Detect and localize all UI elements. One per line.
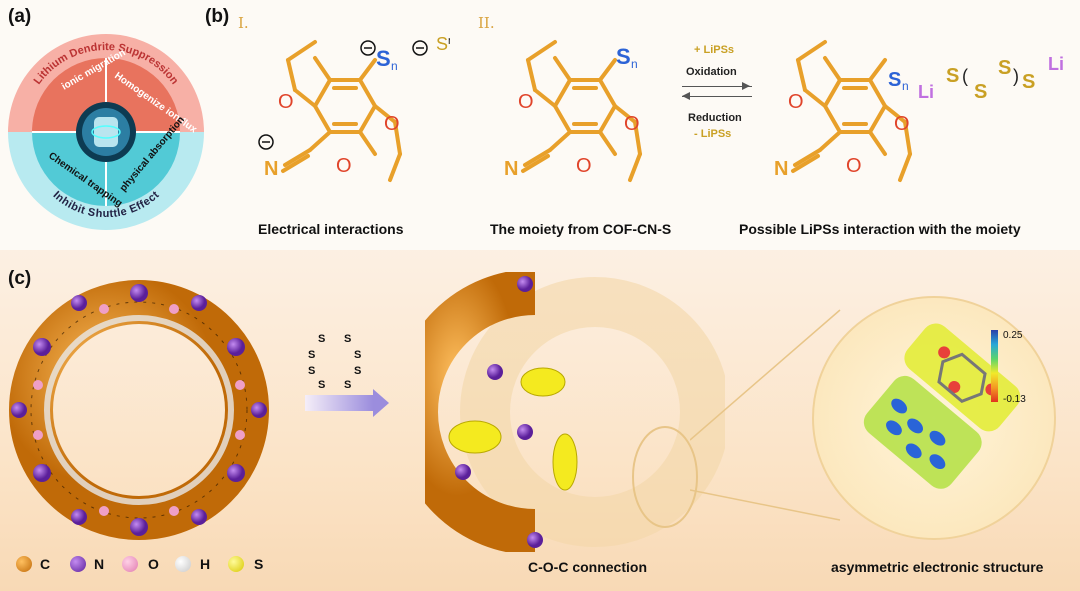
- legend-s-label: S: [254, 556, 263, 572]
- process-arrow: [305, 395, 373, 411]
- colorbar-max-label: 0.25: [1003, 330, 1022, 341]
- svg-text:S: S: [998, 57, 1011, 79]
- svg-text:O: O: [576, 155, 592, 177]
- svg-text:S: S: [1022, 71, 1035, 93]
- caption-asymmetric-electronic: asymmetric electronic structure: [831, 559, 1043, 575]
- svg-text:S: S: [974, 81, 987, 103]
- svg-text:n: n: [631, 57, 638, 71]
- legend-c-ball: [16, 556, 32, 572]
- svg-text:n: n: [391, 59, 398, 73]
- svg-text:S: S: [344, 333, 351, 345]
- svg-text:S: S: [318, 333, 325, 345]
- legend-n-ball: [70, 556, 86, 572]
- arrow-label-reduction: Reduction: [688, 112, 742, 124]
- svg-text:n: n: [902, 79, 909, 93]
- arrow-label-plus-lipss: + LiPSs: [694, 44, 734, 56]
- legend-h-label: H: [200, 556, 210, 572]
- molecule-cof-cn-s: O O O N S n: [500, 30, 670, 210]
- colorbar: [991, 330, 998, 402]
- svg-text:N: N: [504, 158, 518, 180]
- svg-text:): ): [1013, 66, 1019, 86]
- svg-text:S: S: [308, 349, 315, 361]
- svg-text:O: O: [846, 155, 862, 177]
- svg-text:O: O: [518, 91, 534, 113]
- legend-o-label: O: [148, 556, 159, 572]
- legend-o-ball: [122, 556, 138, 572]
- svg-text:n-: n-: [448, 35, 450, 47]
- reaction-arrows: + LiPSs Oxidation Reduction - LiPSs: [682, 44, 752, 144]
- cof-framework-structure: [4, 275, 274, 545]
- svg-text:O: O: [278, 91, 294, 113]
- panel-a-diagram: Lithium Dendrite Suppression Inhibit Shu…: [6, 22, 206, 232]
- svg-text:Li: Li: [1048, 54, 1064, 74]
- legend-s-ball: [228, 556, 244, 572]
- arrow-label-minus-lipss: - LiPSs: [694, 128, 731, 140]
- svg-text:S: S: [616, 44, 631, 69]
- svg-text:S: S: [308, 365, 315, 377]
- svg-text:S: S: [318, 379, 325, 390]
- svg-text:N: N: [264, 158, 278, 180]
- svg-text:S: S: [946, 65, 959, 87]
- molecule-electrical-interactions: O O O N S n S n-: [250, 30, 450, 210]
- svg-text:S: S: [354, 365, 361, 377]
- svg-text:Li: Li: [918, 82, 934, 102]
- roman-numeral-1: I.: [238, 14, 249, 32]
- caption-coc-connection: C-O-C connection: [528, 559, 647, 575]
- caption-electrical-interactions: Electrical interactions: [258, 221, 404, 237]
- svg-text:O: O: [894, 113, 910, 135]
- colorbar-min-label: -0.13: [1003, 394, 1026, 405]
- svg-text:S: S: [354, 349, 361, 361]
- svg-text:S: S: [888, 69, 901, 91]
- svg-text:O: O: [624, 113, 640, 135]
- caption-moiety-cof: The moiety from COF-CN-S: [490, 221, 671, 237]
- svg-text:O: O: [384, 113, 400, 135]
- roman-numeral-2: II.: [478, 14, 495, 32]
- svg-text:(: (: [962, 66, 968, 86]
- legend-h-ball: [175, 556, 191, 572]
- svg-text:S: S: [436, 34, 448, 54]
- svg-text:S: S: [344, 379, 351, 390]
- arrow-label-oxidation: Oxidation: [686, 66, 737, 78]
- process-arrow-head: [373, 389, 389, 417]
- svg-text:N: N: [774, 158, 788, 180]
- caption-possible-lipss: Possible LiPSs interaction with the moie…: [739, 221, 1021, 237]
- panel-b-label: (b): [205, 6, 229, 28]
- svg-text:O: O: [788, 91, 804, 113]
- legend-n-label: N: [94, 556, 104, 572]
- legend-c-label: C: [40, 556, 50, 572]
- svg-text:O: O: [336, 155, 352, 177]
- molecule-lipss-interaction: O O O N S n Li S ( S S ) S Li: [770, 30, 1075, 210]
- cof-with-sulfur-structure: [425, 272, 725, 552]
- svg-text:S: S: [376, 46, 391, 71]
- electronic-structure-map: [845, 320, 1025, 500]
